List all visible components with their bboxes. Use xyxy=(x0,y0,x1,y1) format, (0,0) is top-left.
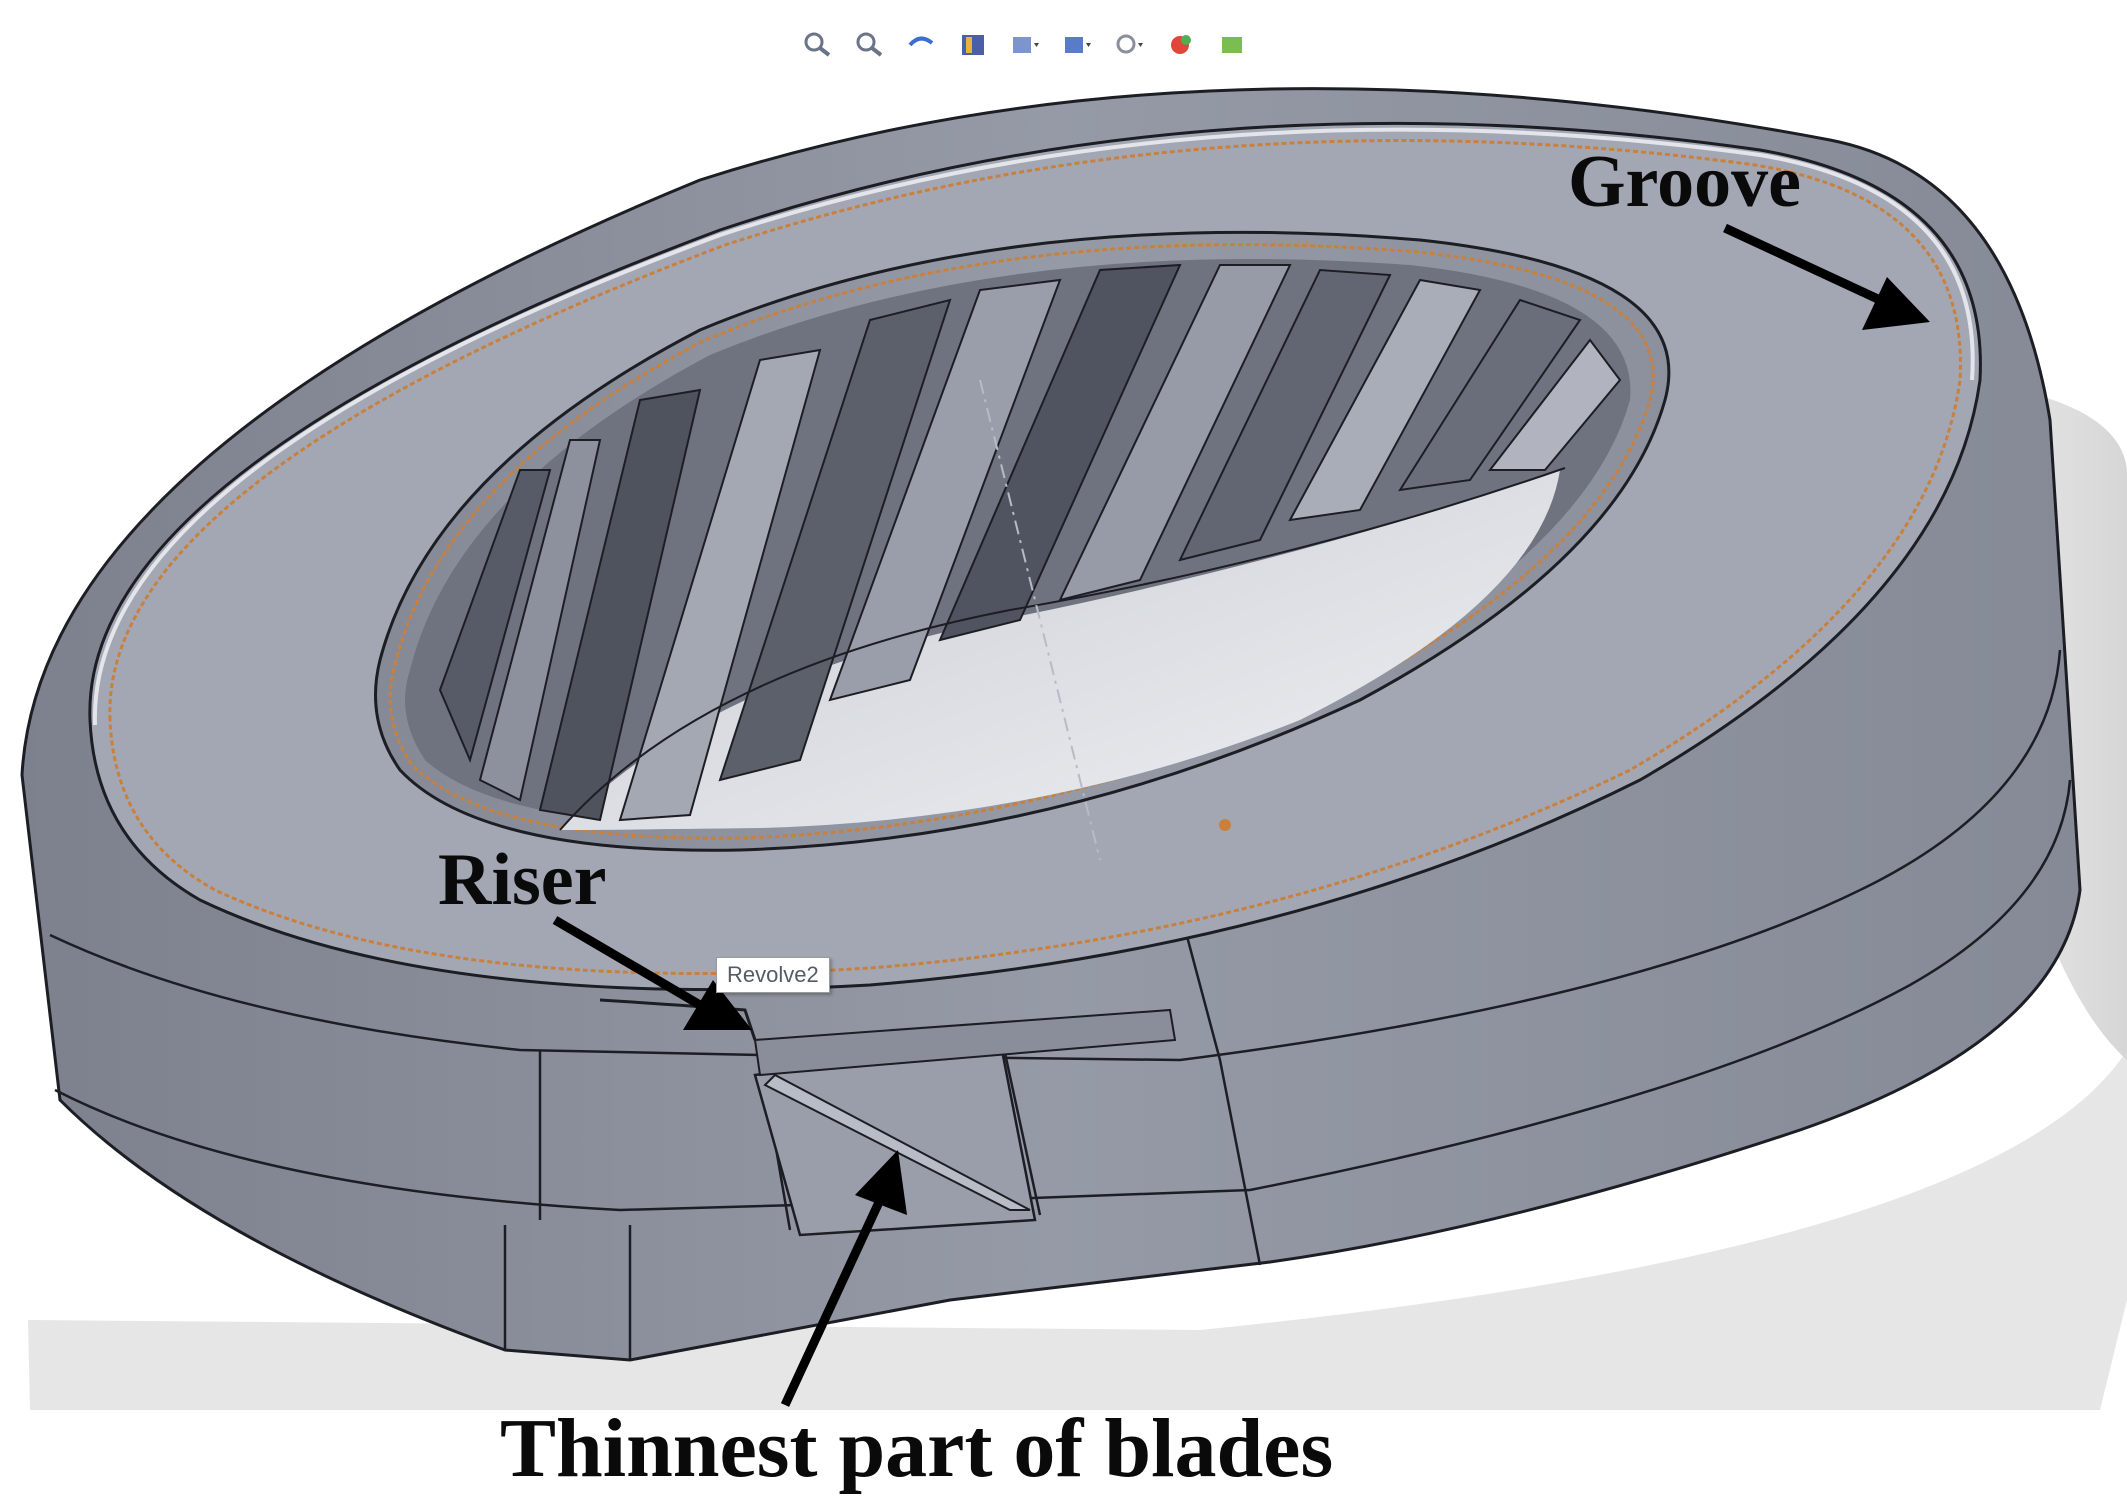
riser-arrowhead xyxy=(683,980,752,1030)
riser-arrow xyxy=(552,916,703,1009)
apply-scene-icon[interactable] xyxy=(1216,29,1250,59)
riser-notch xyxy=(599,998,757,1041)
view-orientation-icon[interactable] xyxy=(1008,29,1042,59)
feature-tooltip: Revolve2 xyxy=(716,957,830,993)
section-view-icon[interactable] xyxy=(956,29,990,59)
origin-marker xyxy=(1219,819,1231,831)
annotation-arrows xyxy=(552,223,1930,1407)
top-face xyxy=(88,121,1982,992)
blade-section xyxy=(753,1008,1177,1237)
edit-appearance-icon[interactable] xyxy=(1164,29,1198,59)
riser-label: Riser xyxy=(438,839,607,921)
ring-model[interactable] xyxy=(20,87,2082,1362)
groove-rim xyxy=(92,127,1975,976)
display-style-icon[interactable] xyxy=(1060,29,1094,59)
blades xyxy=(438,263,1622,822)
thinnest-arrowhead xyxy=(855,1150,907,1215)
thinnest-arrow xyxy=(780,1198,885,1407)
thinnest-label: Thinnest part of blades xyxy=(500,1402,1334,1495)
groove-label: Groove xyxy=(1568,141,1801,223)
hide-show-items-icon[interactable] xyxy=(1112,29,1146,59)
previous-view-icon[interactable] xyxy=(904,29,938,59)
wall-bands xyxy=(49,649,2072,1360)
inner-bore xyxy=(405,259,1631,861)
groove-arrowhead xyxy=(1862,277,1930,330)
heads-up-view-toolbar xyxy=(800,24,1250,64)
zoom-to-fit-icon[interactable] xyxy=(800,29,834,59)
zoom-area-icon[interactable] xyxy=(852,29,886,59)
groove-arrow xyxy=(1723,223,1882,305)
